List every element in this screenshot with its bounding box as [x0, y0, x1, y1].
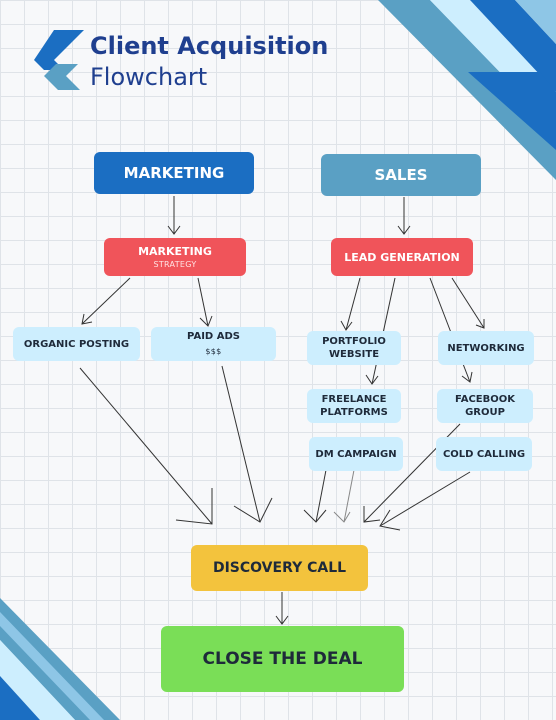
node-paid-ads-sub: $$$	[205, 347, 222, 356]
node-dm-campaign: DM CAMPAIGN	[309, 437, 403, 471]
node-freelance-platforms: FREELANCE PLATFORMS	[307, 389, 401, 423]
node-freelance-platforms-label: FREELANCE PLATFORMS	[320, 394, 388, 418]
node-sales: SALES	[321, 154, 481, 196]
arrow-dm-to-discovery	[333, 469, 355, 523]
arrow-lead-to-networking	[451, 277, 485, 329]
node-portfolio-website: PORTFOLIO WEBSITE	[307, 331, 401, 365]
node-cold-calling: COLD CALLING	[436, 437, 532, 471]
node-close-the-deal: CLOSE THE DEAL	[161, 626, 404, 692]
arrow-discovery-to-close	[275, 592, 289, 625]
node-discovery-call-label: DISCOVERY CALL	[212, 560, 347, 576]
node-portfolio-website-label: PORTFOLIO WEBSITE	[322, 336, 386, 360]
arrow-freelance-to-discovery	[303, 469, 327, 523]
node-networking-label: NETWORKING	[447, 342, 525, 354]
node-marketing: MARKETING	[94, 152, 254, 194]
node-facebook-group: FACEBOOK GROUP	[437, 389, 533, 423]
arrow-strategy-to-paid-ads	[197, 277, 213, 327]
title-line-1: Client Acquisition	[90, 32, 329, 60]
node-organic-posting: ORGANIC POSTING	[13, 327, 140, 361]
node-dm-campaign-label: DM CAMPAIGN	[315, 448, 397, 460]
arrow-organic-to-discovery	[79, 367, 213, 525]
node-paid-ads: PAID ADS $$$	[151, 327, 276, 361]
top-right-stripes	[378, 0, 556, 180]
page-title: Client Acquisition Flowchart	[90, 30, 328, 92]
node-marketing-label: MARKETING	[123, 164, 225, 182]
arrow-sales-to-lead-generation	[397, 197, 411, 235]
node-lead-generation: LEAD GENERATION	[331, 238, 473, 276]
arrow-marketing-to-strategy	[167, 196, 181, 235]
node-marketing-strategy: MARKETING STRATEGY	[104, 238, 246, 276]
arrow-lead-to-facebook	[429, 277, 473, 383]
node-cold-calling-label: COLD CALLING	[442, 448, 526, 460]
logo-icon	[34, 30, 84, 90]
arrow-paid-ads-to-discovery	[221, 365, 273, 523]
arrow-cold-calling-to-discovery	[379, 471, 471, 531]
bottom-left-stripes	[0, 598, 120, 720]
node-networking: NETWORKING	[438, 331, 534, 365]
title-line-2: Flowchart	[90, 63, 208, 91]
node-marketing-strategy-sub: STRATEGY	[153, 260, 197, 269]
node-lead-generation-label: LEAD GENERATION	[344, 250, 460, 264]
node-sales-label: SALES	[374, 166, 428, 184]
node-organic-posting-label: ORGANIC POSTING	[23, 338, 130, 350]
node-discovery-call: DISCOVERY CALL	[191, 545, 368, 591]
node-paid-ads-label: PAID ADS	[187, 331, 240, 342]
arrow-strategy-to-organic-posting	[81, 277, 131, 325]
node-marketing-strategy-label: MARKETING	[138, 245, 212, 258]
arrow-lead-to-portfolio	[340, 277, 361, 331]
node-close-the-deal-label: CLOSE THE DEAL	[202, 649, 363, 669]
node-facebook-group-label: FACEBOOK GROUP	[455, 394, 515, 418]
